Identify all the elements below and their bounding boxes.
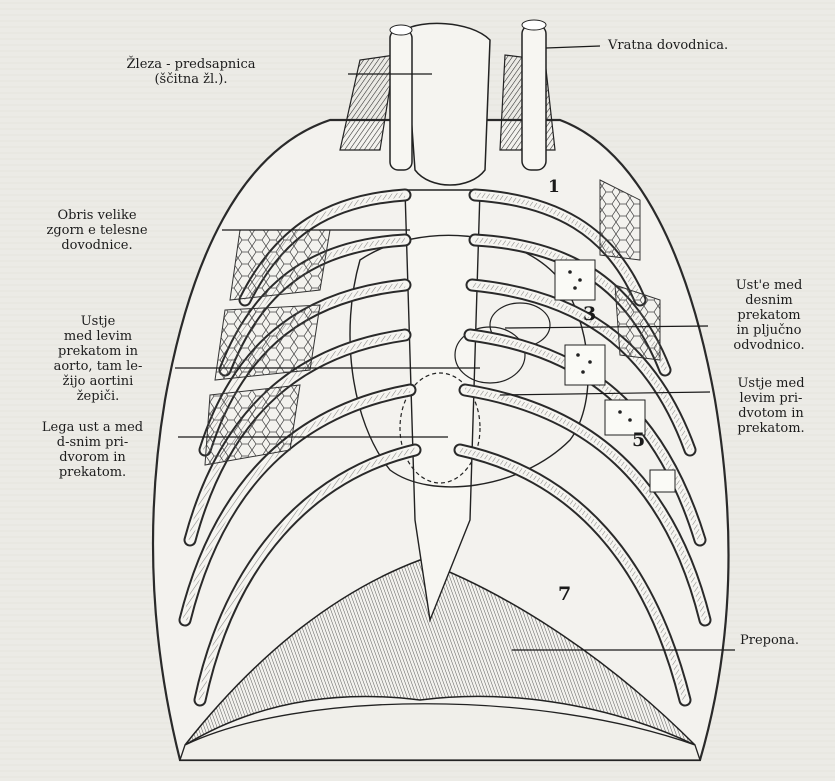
label-superior-vena-cava: Obris velike zgorn e telesne dovodnice.: [22, 208, 172, 253]
jugular-vein-left: [390, 30, 412, 170]
rib-number-3: 3: [583, 303, 596, 325]
thyroid-gland: [405, 23, 490, 185]
label-mitral-valve: Ustje med levim pri- dvotom in prekatom.: [710, 376, 832, 436]
rib-number-7: 7: [558, 583, 571, 605]
label-pulmonary-valve: Ust'e med desnim prekatom in pljučno odv…: [705, 278, 833, 353]
label-tricuspid-valve: Lega ust a med d-snim pri- dvorom in pre…: [20, 420, 165, 480]
jugular-vein-right: [522, 25, 546, 170]
label-thyroid: Žleza - predsapnica (ščitna žl.).: [96, 57, 286, 87]
label-diaphragm: Prepona.: [740, 633, 830, 648]
label-aortic-valve: Ustje med levim prekatom in aorto, tam l…: [28, 314, 168, 404]
rib-number-5: 5: [632, 429, 645, 451]
rib-number-1: 1: [548, 177, 560, 197]
label-jugular-vein: Vratna dovodnica.: [608, 38, 798, 53]
